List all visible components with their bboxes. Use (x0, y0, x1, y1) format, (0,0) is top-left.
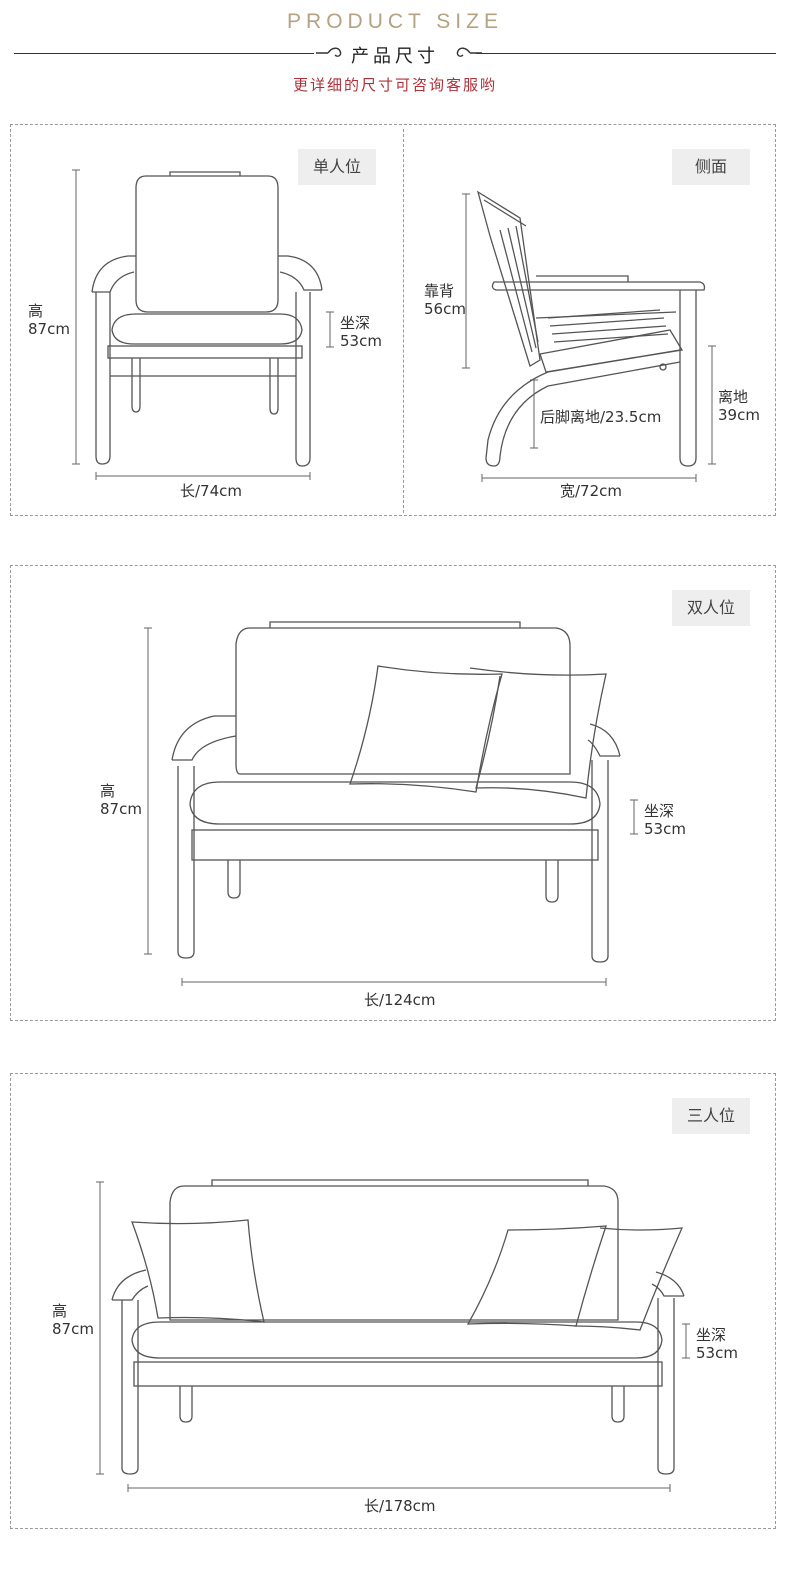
tag-triple: 三人位 (672, 1098, 750, 1134)
single-length: 长/74cm (180, 482, 242, 500)
ornament-left-icon (316, 47, 342, 57)
double-panel (10, 565, 776, 1021)
double-height-label: 高 (100, 782, 116, 800)
english-title: PRODUCT SIZE (287, 10, 503, 33)
triple-panel (10, 1073, 776, 1529)
title-rule-left (14, 53, 314, 54)
tag-single: 单人位 (298, 149, 376, 185)
tag-double: 双人位 (672, 590, 750, 626)
header: PRODUCT SIZE 产品尺寸 更详细的尺寸可咨询客服哟 (0, 0, 790, 110)
single-seat-depth-value: 53cm (340, 332, 382, 350)
single-height-value: 87cm (28, 320, 70, 338)
single-side-panel (10, 124, 776, 516)
double-seat-depth-label: 坐深 (644, 802, 675, 820)
tag-side: 侧面 (672, 149, 750, 185)
double-seat-depth-value: 53cm (644, 820, 686, 838)
side-back-value: 56cm (424, 300, 466, 318)
triple-height-label: 高 (52, 1302, 68, 1320)
triple-seat-depth-value: 53cm (696, 1344, 738, 1362)
subtitle: 更详细的尺寸可咨询客服哟 (292, 76, 497, 94)
single-height-label: 高 (28, 302, 44, 320)
side-ground-label: 离地 (718, 388, 749, 406)
title-rule-right (476, 53, 776, 54)
side-rear-leg: 后脚离地/23.5cm (540, 408, 662, 426)
double-height-value: 87cm (100, 800, 142, 818)
side-back-label: 靠背 (424, 282, 455, 300)
triple-seat-depth-label: 坐深 (696, 1326, 727, 1344)
chinese-title: 产品尺寸 (351, 46, 439, 67)
side-width: 宽/72cm (560, 482, 622, 500)
double-length: 长/124cm (364, 991, 436, 1009)
side-ground-value: 39cm (718, 406, 760, 424)
single-seat-depth-label: 坐深 (340, 314, 371, 332)
triple-length: 长/178cm (364, 1497, 436, 1515)
panel-divider (403, 129, 404, 513)
triple-height-value: 87cm (52, 1320, 94, 1338)
